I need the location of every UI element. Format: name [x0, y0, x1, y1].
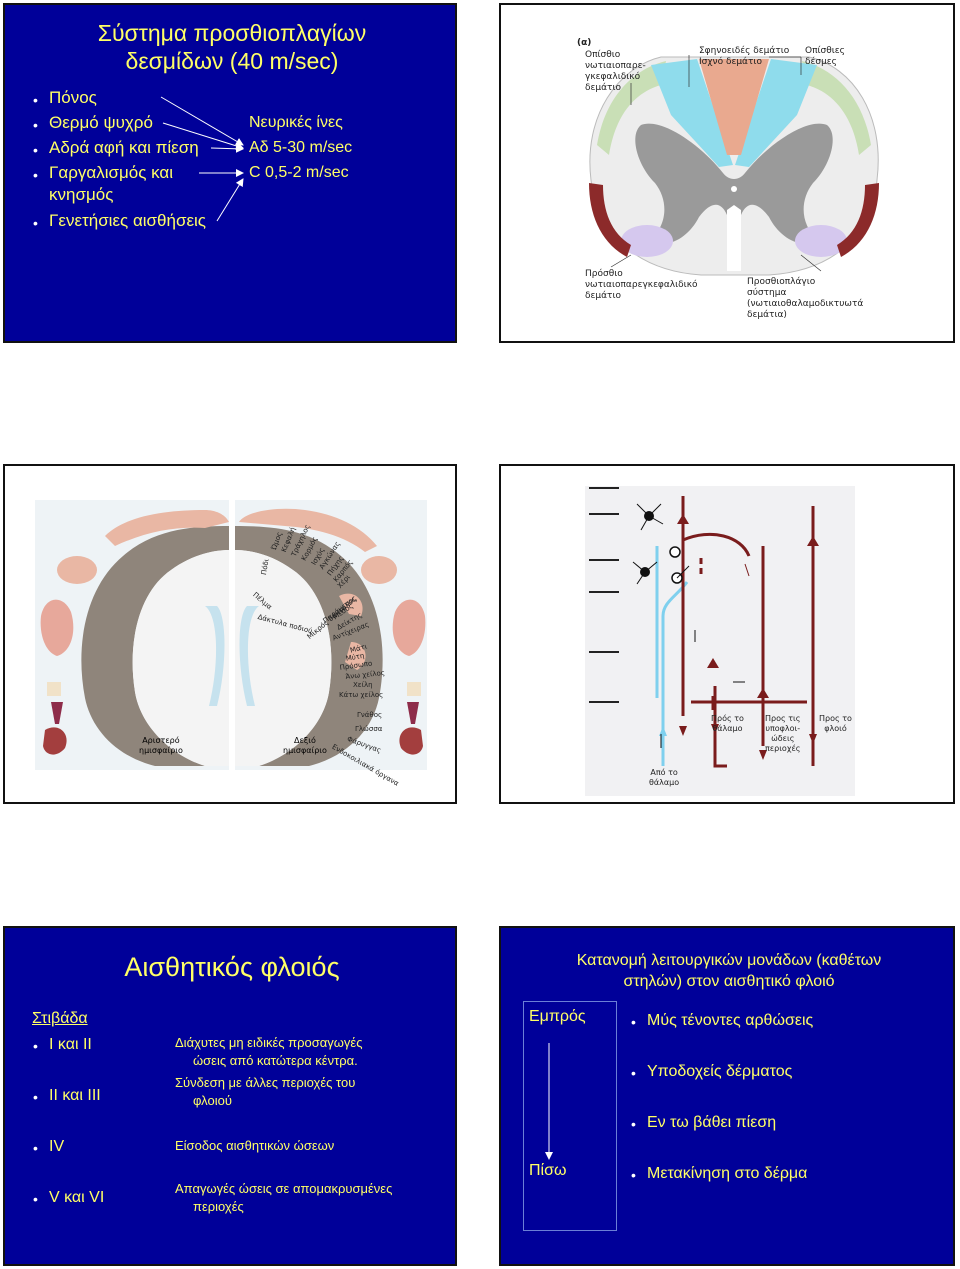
list-item: Αδρά αφή και πίεση [33, 137, 199, 161]
face-left [40, 599, 74, 656]
anterolateral-right [795, 225, 847, 257]
list-item: Γαργαλισμός και [33, 162, 173, 186]
slide-spinal-cord-tracts: (α) Οπίσθιο νωτιαιοπαρε- γκεφαλιδικό δεμ… [499, 3, 955, 343]
right-hemisphere-label: Δεξιό ημισφαίριο [283, 736, 327, 755]
slide-sensory-cortex: Αισθητικός φλοιός Στιβάδα I και II Διάχυ… [3, 926, 457, 1266]
layer-description: Σύνδεση με άλλες περιοχές του φλοιού [175, 1075, 356, 1108]
list-item: Εν τω βάθει πίεση [631, 1114, 776, 1132]
label-anterolateral: Προσθιοπλάγιο σύστημα (νωτιαιοθαλαμοδικτ… [747, 277, 864, 320]
anterolateral-left [621, 225, 673, 257]
layer-description: Απαγωγές ώσεις σε απομακρυσμένες περιοχέ… [175, 1181, 393, 1214]
label-anterior-spinocerebellar: Πρόσθιο νωτιαιοπαρεγκεφαλιδικό δεμάτιο [585, 269, 698, 301]
slide-title: Αισθητικός φλοιός [124, 952, 340, 982]
layer-description: Διάχυτες μη ειδικές προσαγωγές ώσεις από… [175, 1035, 363, 1068]
slide-title: Κατανομή λειτουργικών μονάδων (καθέτων σ… [576, 952, 882, 990]
arrows-diagram [160, 96, 244, 222]
layer-description: Είσοδος αισθητικών ώσεων [175, 1138, 335, 1153]
list-item: Μύς τένοντες αρθώσεις [631, 1012, 813, 1030]
outline-left [597, 61, 666, 155]
arrow [162, 122, 244, 150]
left-hemisphere-label: Αριστερό ημισφαίριο [139, 736, 183, 755]
column-header: Στιβάδα [32, 1010, 88, 1027]
homunculus-left [105, 510, 229, 546]
right-white-matter [235, 550, 332, 766]
cortical-column-circuit [585, 486, 855, 796]
arrow [216, 178, 244, 222]
list-item: Μετακίνηση στο δέρμα [631, 1165, 807, 1183]
arrow [160, 96, 244, 146]
layer-label: I και II [33, 1036, 92, 1054]
slide-cortical-circuit: Πρός το θάλαμο Προς τις υποφλοι- ώδεις π… [499, 464, 955, 804]
homunculus-label: Χείλη [353, 681, 373, 689]
homunculus-label: Κάτω χείλος [339, 691, 384, 699]
title-line-1: Σύστημα προσθιοπλαγίων [97, 20, 367, 46]
left-cortex [81, 526, 229, 766]
fiber-heading: Νευρικές ίνες [249, 114, 343, 131]
slide-title: Σύστημα προσθιοπλαγίων δεσμίδων (40 m/se… [5, 19, 455, 75]
homunculus-diagram [35, 500, 427, 770]
posterior-column-right [735, 59, 817, 167]
efferent-fibers [681, 496, 815, 768]
label-gracile: Ισχνό δεμάτιο [699, 57, 762, 67]
homunculus-right [239, 508, 377, 552]
spinocerebellar-right [837, 183, 879, 257]
slide-anterolateral-system: Σύστημα προσθιοπλαγίων δεσμίδων (40 m/se… [3, 3, 457, 343]
layer-label: V και VI [33, 1189, 104, 1207]
label-cuneate: Σφηνοειδές δεμάτιο [699, 46, 790, 56]
title-line-2: δεσμίδων (40 m/sec) [125, 48, 339, 74]
list-item: Θερμό ψυχρό [33, 112, 153, 136]
label-to-subcortical: Προς τις υποφλοι- ώδεις περιοχές [765, 714, 801, 753]
grey-matter [635, 123, 833, 245]
posterior-column-left [651, 59, 733, 167]
list-item: Πόνος [33, 87, 97, 111]
label-from-thalamus: Από το θάλαμο [649, 768, 680, 787]
slide-homunculus: Αριστερό ημισφαίριο Δεξιό ημισφαίριο Ώμο… [3, 464, 457, 804]
label-to-cortex: Προς το φλοιό [819, 714, 852, 733]
fiber-c: C 0,5-2 m/sec [249, 164, 349, 181]
list-item-continuation: κνησμός [49, 185, 114, 204]
slide-functional-columns: Κατανομή λειτουργικών μονάδων (καθέτων σ… [499, 926, 955, 1266]
arrow [210, 144, 244, 153]
back-label: Πίσω [529, 1162, 567, 1179]
homunculus-label: Γλώσσα [355, 725, 383, 733]
homunculus-label: Γνάθος [357, 711, 383, 719]
direction-arrow [545, 1043, 553, 1160]
label-to-thalamus: Πρός το θάλαμο [711, 714, 744, 733]
spinal-cord-cross-section [589, 55, 879, 276]
cuneate-gracile [699, 59, 769, 155]
front-label: Εμπρός [529, 1008, 586, 1025]
neurons [640, 511, 819, 698]
left-white-matter [132, 550, 229, 766]
label-posterior-columns: Οπίσθιες δέσμες [805, 46, 845, 67]
fiber-a-delta: Αδ 5-30 m/sec [249, 139, 353, 156]
label-posterior-spinocerebellar: Οπίσθιο νωτιαιοπαρε- γκεφαλιδικό δεμάτιο [585, 50, 646, 93]
layer-label: II και III [33, 1087, 101, 1105]
list-item: Γενετήσιες αισθήσεις [33, 210, 206, 234]
outline-right [802, 61, 871, 155]
layer-label: IV [33, 1138, 64, 1156]
list-item: Υποδοχείς δέρματος [631, 1063, 792, 1081]
panel-label: (α) [577, 38, 592, 48]
right-cortex [235, 526, 383, 766]
direction-box [523, 1001, 617, 1231]
spinocerebellar-left [589, 183, 631, 257]
face-right [392, 599, 426, 656]
